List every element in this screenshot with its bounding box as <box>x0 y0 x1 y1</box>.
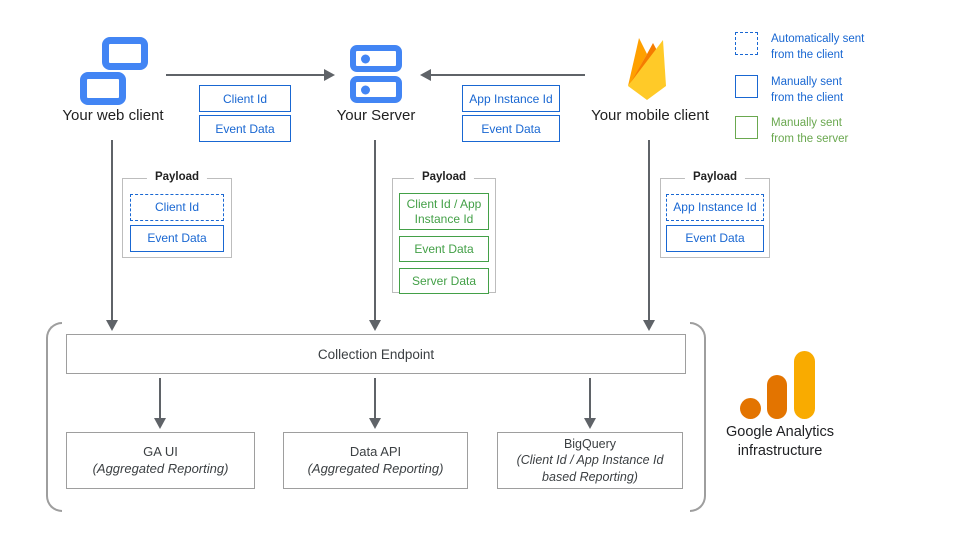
collection-endpoint-box: Collection Endpoint <box>66 334 686 374</box>
arrow-server-to-endpoint-head <box>369 320 381 331</box>
server-unit-bottom <box>350 76 402 103</box>
arrow-web-to-endpoint <box>111 140 113 320</box>
web-client-label: Your web client <box>62 107 164 124</box>
legend-line: from the client <box>771 91 844 104</box>
output-subtitle: (Aggregated Reporting) <box>307 460 444 476</box>
web-client-front-window <box>80 72 126 105</box>
payload-server: Payload Client Id / App Instance Id Even… <box>392 171 496 294</box>
output-box-data-api: Data API (Aggregated Reporting) <box>283 432 468 489</box>
ga-logo-tall-bar <box>794 351 815 419</box>
tag-app-instance-id: App Instance Id <box>462 85 560 112</box>
arrow-web-to-server <box>166 74 324 76</box>
ga-logo-mid-bar <box>767 375 787 419</box>
payload-server-title: Payload <box>413 171 475 183</box>
legend-line: Automatically sent <box>771 33 865 45</box>
output-title: GA UI <box>143 443 178 459</box>
payload-item-event-data: Event Data <box>399 236 489 262</box>
output-title: BigQuery <box>563 437 617 452</box>
ga-caption-line1: Google Analytics <box>725 424 834 440</box>
arrow-mobile-to-server-head <box>420 69 431 81</box>
arrow-endpoint-to-data-api-head <box>369 418 381 429</box>
server-unit-top <box>350 45 402 72</box>
legend-line: Manually sent <box>771 117 842 129</box>
server-led-icon <box>361 54 370 63</box>
mobile-flow-tags: App Instance Id Event Data <box>462 85 560 145</box>
arrow-endpoint-to-ga-ui-head <box>154 418 166 429</box>
ga-infrastructure-caption: Google Analytics infrastructure <box>705 423 855 461</box>
output-subtitle: (Client Id / App Instance Id based Repor… <box>516 453 664 484</box>
payload-web: Payload Client Id Event Data <box>122 171 232 258</box>
legend-line: Manually sent <box>771 76 842 88</box>
payload-mobile-title: Payload <box>684 171 746 183</box>
arrow-mobile-to-server <box>431 74 585 76</box>
output-box-ga-ui: GA UI (Aggregated Reporting) <box>66 432 255 489</box>
legend-solid-blue-swatch-icon <box>735 75 758 98</box>
payload-item-client-id: Client Id <box>130 194 224 221</box>
legend-solid-green-swatch-icon <box>735 116 758 139</box>
legend-item-auto-client: Automatically sent from the client <box>735 32 864 63</box>
arrow-endpoint-to-ga-ui <box>159 378 161 418</box>
payload-item-event-data: Event Data <box>130 225 224 252</box>
arrow-mobile-to-endpoint-head <box>643 320 655 331</box>
legend-item-manual-client: Manually sent from the client <box>735 75 843 106</box>
web-client-back-window <box>102 37 148 70</box>
server-led-icon <box>361 85 370 94</box>
arrow-endpoint-to-bigquery <box>589 378 591 418</box>
web-flow-tags: Client Id Event Data <box>199 85 291 145</box>
legend-line: from the client <box>771 48 844 61</box>
payload-mobile: Payload App Instance Id Event Data <box>660 171 770 258</box>
arrow-web-to-server-head <box>324 69 335 81</box>
output-subtitle: (Aggregated Reporting) <box>92 460 229 476</box>
tag-client-id: Client Id <box>199 85 291 112</box>
arrow-mobile-to-endpoint <box>648 140 650 320</box>
server-icon <box>350 45 402 103</box>
tag-event-data: Event Data <box>199 115 291 142</box>
payload-item-client-or-app-id: Client Id / App Instance Id <box>399 193 489 230</box>
tag-event-data: Event Data <box>462 115 560 142</box>
payload-item-app-instance-id: App Instance Id <box>666 194 764 221</box>
web-client-icon <box>80 37 148 105</box>
output-title: Data API <box>349 443 402 459</box>
payload-item-event-data: Event Data <box>666 225 764 252</box>
legend-dashed-blue-swatch-icon <box>735 32 758 55</box>
legend-line: from the server <box>771 132 849 145</box>
ga-logo-dot <box>740 398 761 419</box>
ga-caption-line2: infrastructure <box>737 442 823 459</box>
firebase-flame-icon <box>628 38 666 100</box>
payload-web-title: Payload <box>146 171 208 183</box>
arrow-endpoint-to-bigquery-head <box>584 418 596 429</box>
arrow-web-to-endpoint-head <box>106 320 118 331</box>
output-box-bigquery: BigQuery (Client Id / App Instance Id ba… <box>497 432 683 489</box>
mobile-client-label: Your mobile client <box>591 107 709 124</box>
arrow-server-to-endpoint <box>374 140 376 320</box>
infrastructure-bracket-right <box>690 322 706 512</box>
arrow-endpoint-to-data-api <box>374 378 376 418</box>
server-label: Your Server <box>336 107 416 124</box>
payload-item-server-data: Server Data <box>399 268 489 294</box>
google-analytics-logo-icon <box>740 351 820 420</box>
infrastructure-bracket-left <box>46 322 62 512</box>
legend-item-manual-server: Manually sent from the server <box>735 116 848 147</box>
